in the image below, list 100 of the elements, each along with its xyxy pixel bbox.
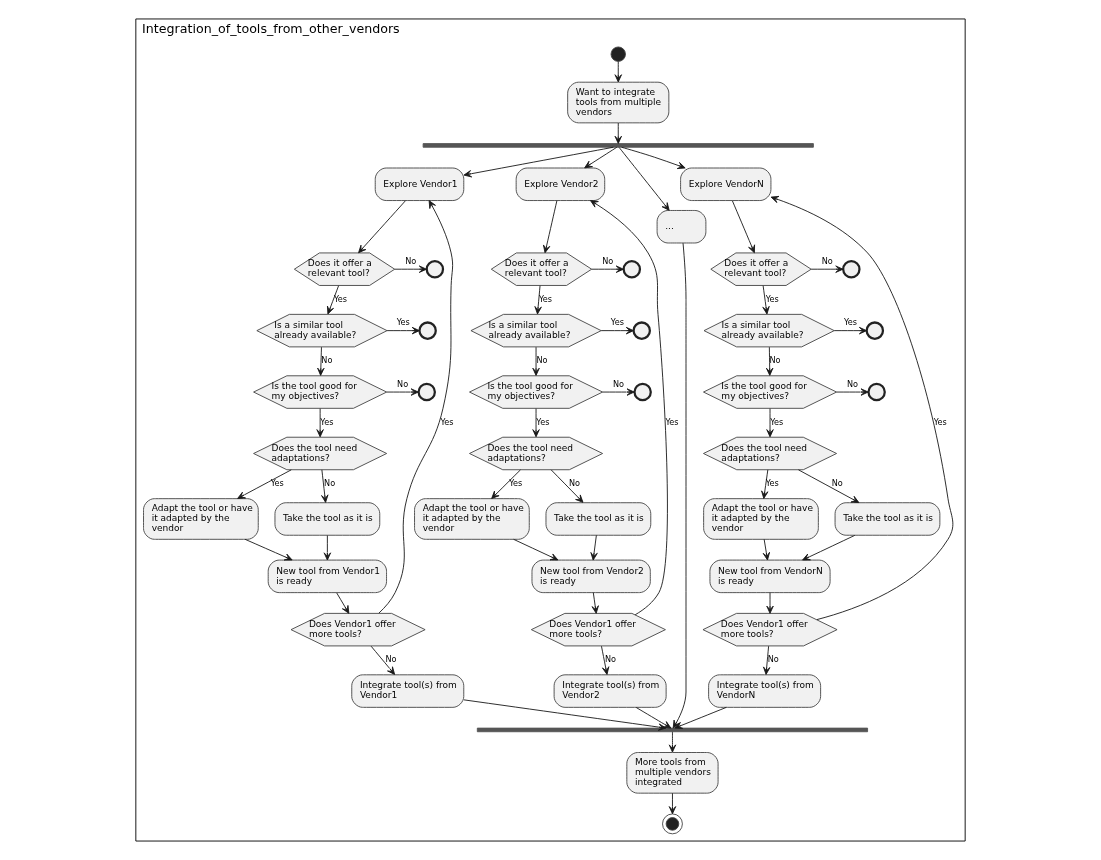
node-box: Take the tool as it is: [274, 502, 381, 536]
arrow: [614, 61, 622, 83]
arrow: [761, 469, 769, 499]
edge-label: No: [568, 478, 580, 489]
arrow: [621, 146, 686, 169]
arrow: [323, 534, 332, 561]
arrow: [766, 592, 774, 614]
arrow: [766, 408, 774, 438]
edge-label: No: [321, 355, 333, 366]
arrow: [491, 469, 521, 499]
arrow: [394, 265, 427, 273]
node-bar: [422, 143, 814, 148]
arrow: [513, 538, 559, 561]
node-box: Want to integrate tools from multiple vendors: [567, 81, 670, 124]
arrow: [386, 388, 419, 396]
edge-label: No: [385, 654, 397, 665]
edge-label: Yes: [765, 478, 779, 489]
node-box: Integrate tool(s) from VendorN: [708, 674, 822, 708]
node-circle: [842, 259, 861, 279]
arrow: [618, 147, 670, 211]
arrow: [532, 346, 540, 376]
edge-label: No: [769, 355, 781, 366]
arrow: [543, 200, 558, 254]
edge-label: Yes: [933, 416, 947, 427]
edge-label: Yes: [270, 478, 284, 489]
node-circle: [867, 382, 886, 402]
node-box: More tools from multiple vendors integrated: [626, 752, 719, 794]
arrow: [836, 388, 869, 396]
node-box: Take the tool as it is: [834, 502, 941, 536]
arrow: [358, 200, 406, 254]
arrow: [532, 408, 540, 438]
arrow: [770, 195, 954, 621]
node-circle: [865, 321, 885, 340]
arrow: [336, 592, 350, 614]
edge-label: Yes: [536, 416, 550, 427]
edge-label: No: [397, 378, 409, 389]
arrow: [534, 285, 542, 315]
arrow: [590, 200, 668, 616]
edge-label: Yes: [333, 293, 348, 304]
node-box: Explore VendorN: [680, 167, 772, 201]
edge-label: Yes: [509, 478, 523, 489]
arrow: [635, 707, 672, 729]
arrow: [798, 469, 860, 504]
edge-label: No: [536, 355, 548, 366]
edge-label: No: [831, 478, 843, 489]
node-circle: [633, 382, 652, 402]
node-bar: [476, 727, 869, 733]
arrow: [316, 408, 324, 438]
arrow: [317, 346, 325, 376]
node-box: New tool from VendorN is ready: [709, 559, 831, 594]
arrow: [614, 122, 622, 144]
node-box: Adapt the tool or have it adapted by the vendor: [143, 498, 259, 540]
node-box: Integrate tool(s) from Vendor1: [351, 674, 465, 708]
arrow: [590, 534, 598, 561]
edge-label: Yes: [843, 317, 858, 328]
node-circle: [632, 321, 651, 340]
arrow: [370, 645, 396, 675]
edge-label: No: [821, 255, 833, 266]
node-circle: [418, 321, 437, 340]
node-circle: [425, 259, 445, 279]
edge-label: Yes: [440, 416, 454, 427]
node-circle: [622, 259, 642, 279]
node-box: Explore Vendor2: [515, 167, 606, 201]
edge-label: Yes: [665, 416, 679, 427]
arrow: [591, 592, 599, 614]
arrow: [668, 792, 677, 815]
arrow: [833, 326, 868, 335]
edge-label: Yes: [320, 416, 334, 427]
arrow: [378, 200, 454, 614]
arrow: [763, 645, 771, 675]
node-box: Integrate tool(s) from Vendor2: [553, 674, 667, 708]
node-box: ...: [656, 210, 707, 244]
edge-label: Yes: [765, 293, 779, 304]
arrow: [731, 200, 756, 254]
edge-label: Yes: [770, 416, 784, 427]
node-box: New tool from Vendor1 is ready: [267, 559, 387, 594]
arrow: [584, 146, 618, 169]
arrow: [591, 265, 624, 273]
arrow: [463, 699, 667, 731]
arrow: [237, 469, 292, 499]
node-box: Adapt the tool or have it adapted by the vendor: [414, 498, 530, 540]
arrow: [386, 326, 420, 335]
arrow: [762, 538, 770, 561]
edge-label: Yes: [538, 293, 553, 304]
arrow: [321, 469, 329, 503]
node-circle: [610, 46, 626, 62]
edge-label: No: [767, 654, 779, 665]
edge-label: No: [605, 654, 617, 665]
edge-label: No: [612, 378, 625, 389]
node-box: Take the tool as it is: [545, 502, 652, 536]
arrow: [802, 534, 856, 561]
edge-label: Yes: [396, 317, 410, 328]
edge-label: Yes: [610, 317, 624, 328]
arrow: [765, 346, 774, 376]
arrow: [810, 265, 844, 273]
arrow: [550, 469, 584, 503]
edge-label: No: [846, 378, 859, 389]
arrow: [600, 326, 634, 335]
arrow: [463, 146, 614, 178]
edge-label: No: [405, 255, 417, 266]
